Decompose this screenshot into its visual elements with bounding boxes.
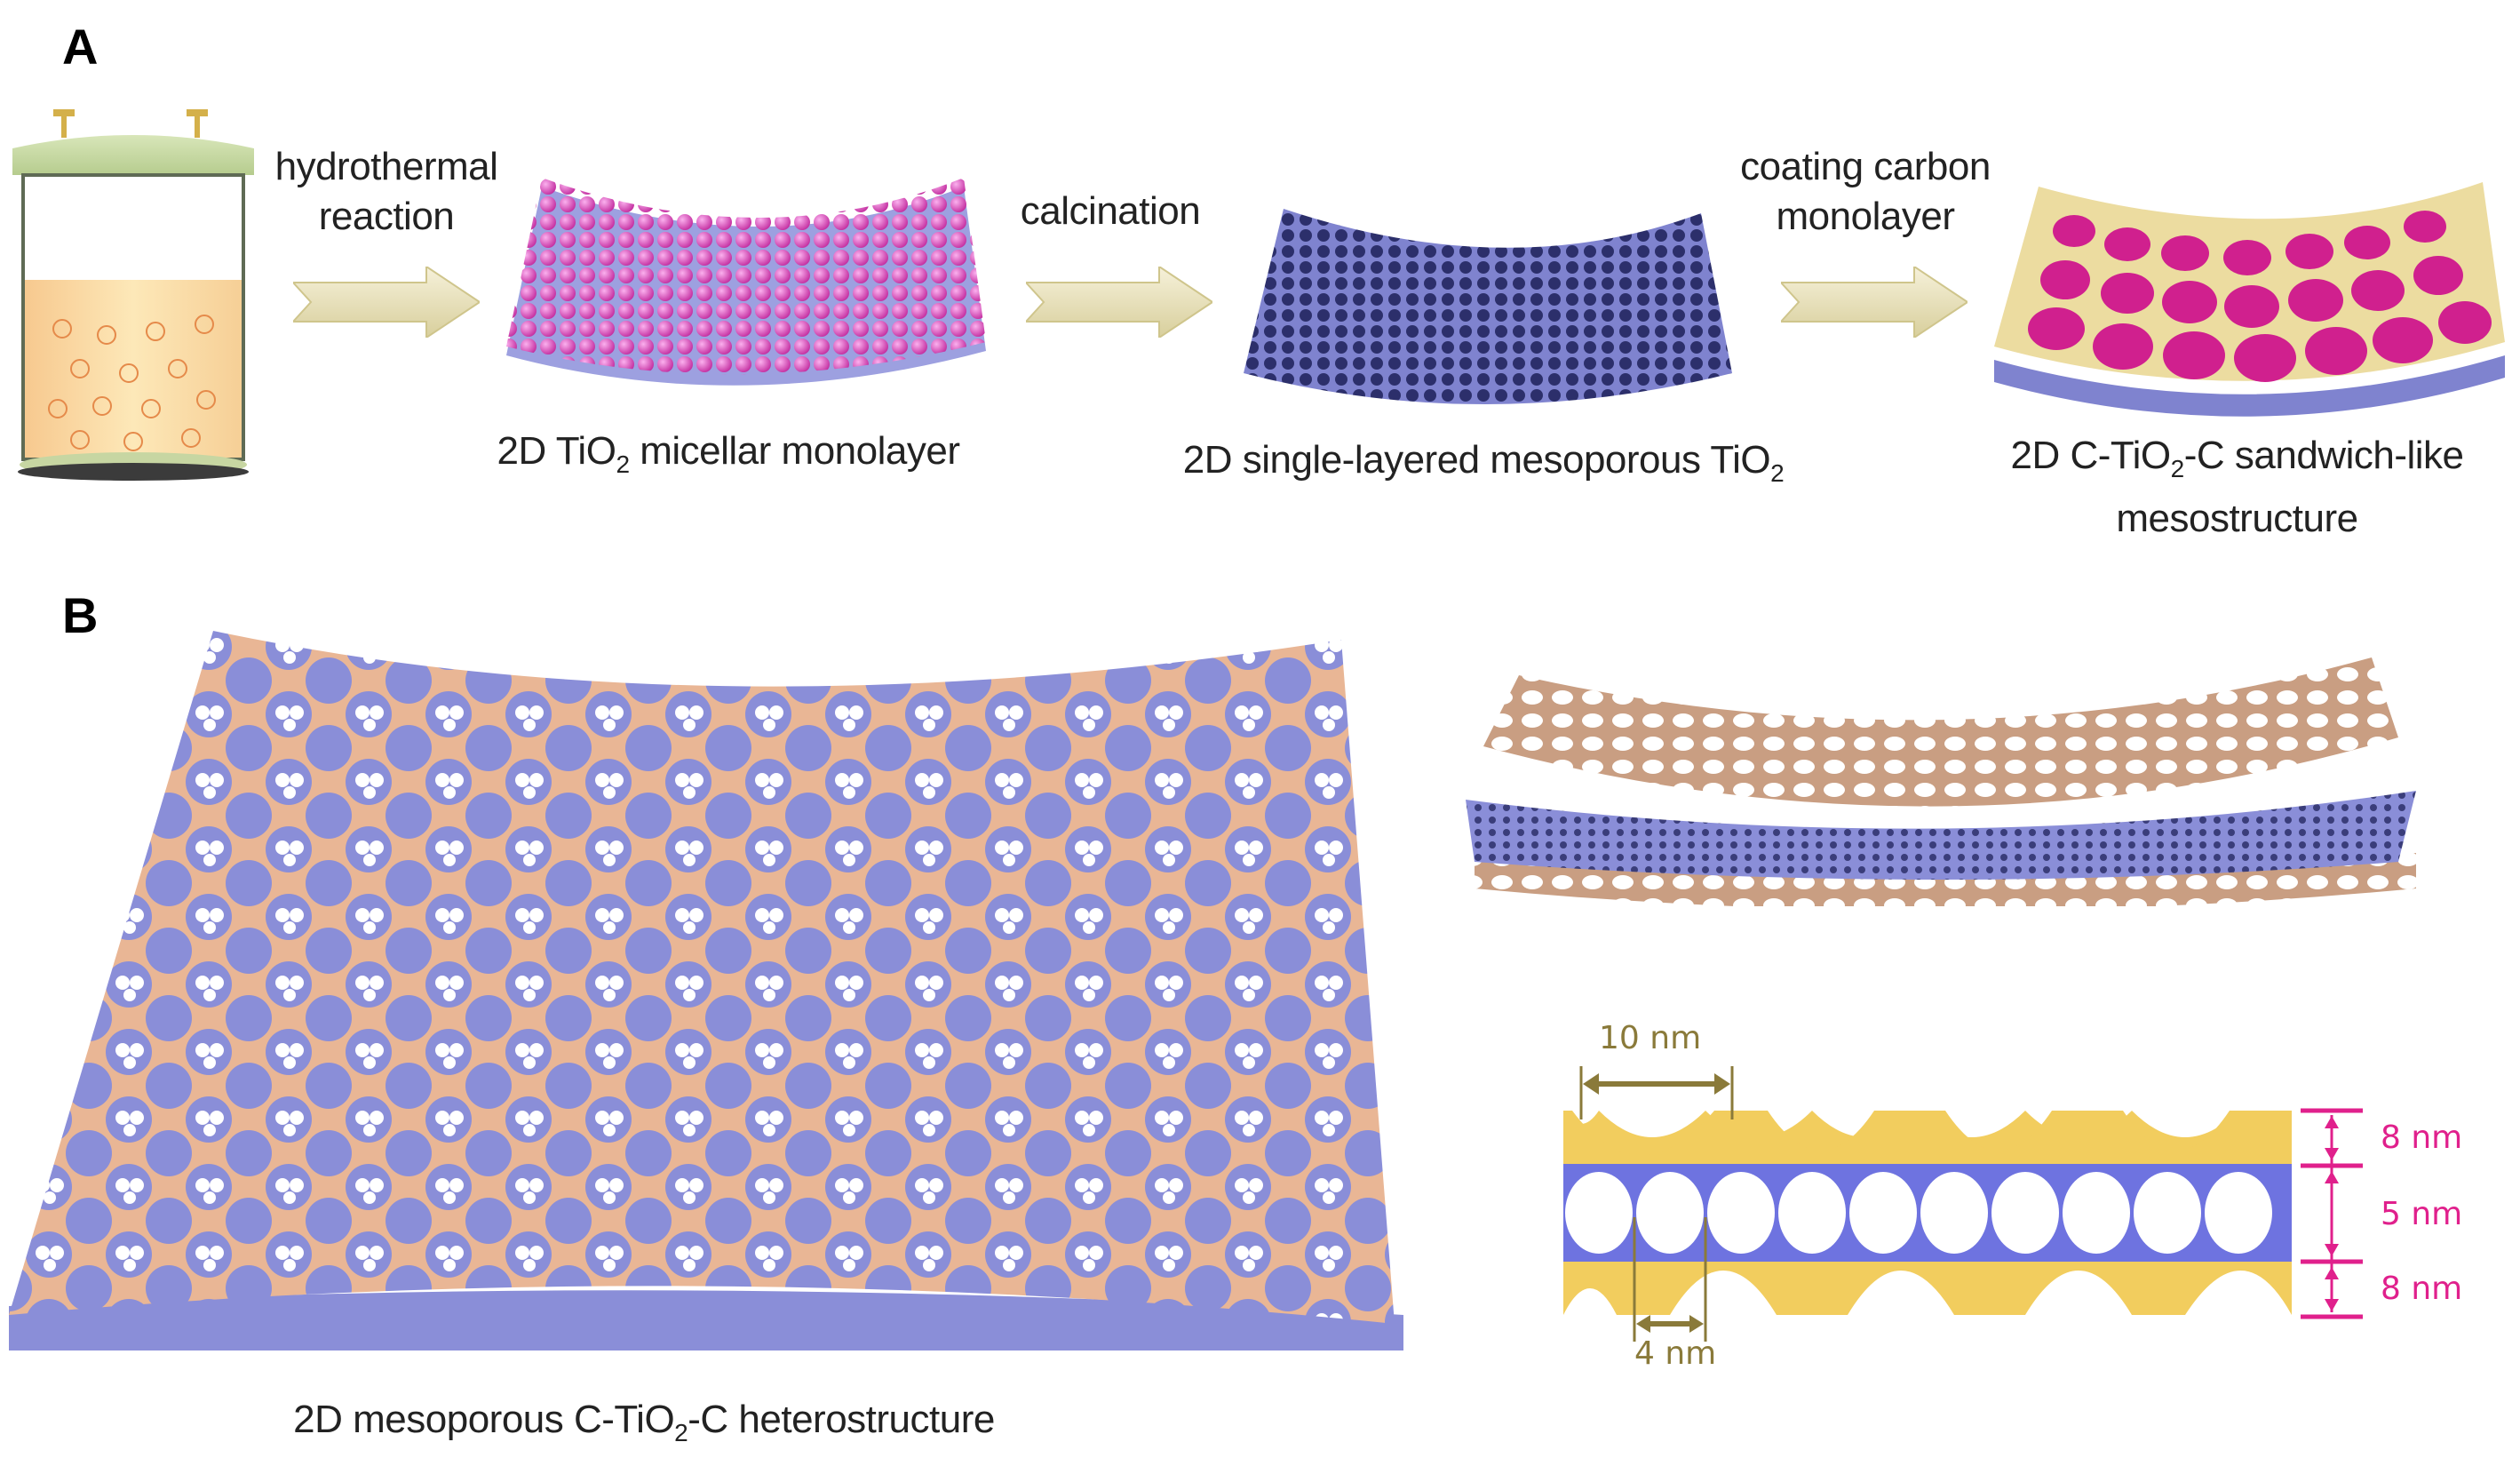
autoclave-illustration <box>9 102 258 484</box>
sandwich-mesostructure-illustration <box>1985 173 2509 440</box>
middle-layer-thickness-label: 5 nm <box>2381 1196 2462 1232</box>
caption-text: -C heterostructure <box>688 1398 995 1441</box>
top-layer-thickness-label: 8 nm <box>2381 1119 2462 1156</box>
step-line: coating carbon <box>1740 145 1991 188</box>
product-sandwich-caption: 2D C-TiO2-C sandwich-like mesostructure <box>1954 431 2520 544</box>
product-micellar-caption: 2D TiO2 micellar monolayer <box>435 426 1022 490</box>
arrow-right-icon <box>293 267 480 338</box>
step-hydrothermal-label: hydrothermal reaction <box>253 142 520 242</box>
caption-text: 2D single-layered mesoporous TiO <box>1182 438 1771 482</box>
caption-text: 2D C-TiO <box>2010 434 2172 477</box>
step-coating-label: coating carbon monolayer <box>1688 142 2043 242</box>
arrow-right-icon <box>1781 267 1968 338</box>
layered-sheets-illustration <box>1457 640 2434 906</box>
micellar-monolayer-illustration <box>480 160 995 426</box>
caption-text: 2D mesoporous C-TiO <box>293 1398 675 1441</box>
step-line: hydrothermal <box>274 145 498 188</box>
panel-a-label: A <box>62 19 99 75</box>
caption-text: micellar monolayer <box>629 429 960 473</box>
step-calcination-label: calcination <box>986 187 1235 236</box>
caption-text: -C sandwich-like <box>2183 434 2464 477</box>
caption-text: 2D TiO <box>497 429 616 473</box>
mesoporous-tio2-illustration <box>1226 195 1741 435</box>
step-line: monolayer <box>1776 195 1955 238</box>
step-line: calcination <box>1020 189 1201 233</box>
heterostructure-caption: 2D mesoporous C-TiO2-C heterostructure <box>133 1395 1155 1458</box>
pore-gap-label: 4 nm <box>1634 1335 1716 1368</box>
pore-period-label: 10 nm <box>1599 1020 1701 1056</box>
caption-subscript: 2 <box>1770 459 1785 487</box>
dimension-diagram: 10 nm 4 nm 8 nm 5 nm 8 nm <box>1563 1013 2487 1368</box>
product-mesoporous-caption: 2D single-layered mesoporous TiO2 <box>1128 435 1839 498</box>
step-line: reaction <box>318 195 455 238</box>
heterostructure-illustration <box>9 613 1412 1377</box>
arrow-right-icon <box>1026 267 1212 338</box>
caption-text: mesostructure <box>2116 497 2358 540</box>
panel-b-label: B <box>62 587 99 643</box>
caption-subscript: 2 <box>2170 455 2185 482</box>
caption-subscript: 2 <box>616 450 630 478</box>
caption-subscript: 2 <box>674 1419 688 1446</box>
bottom-layer-thickness-label: 8 nm <box>2381 1271 2462 1307</box>
